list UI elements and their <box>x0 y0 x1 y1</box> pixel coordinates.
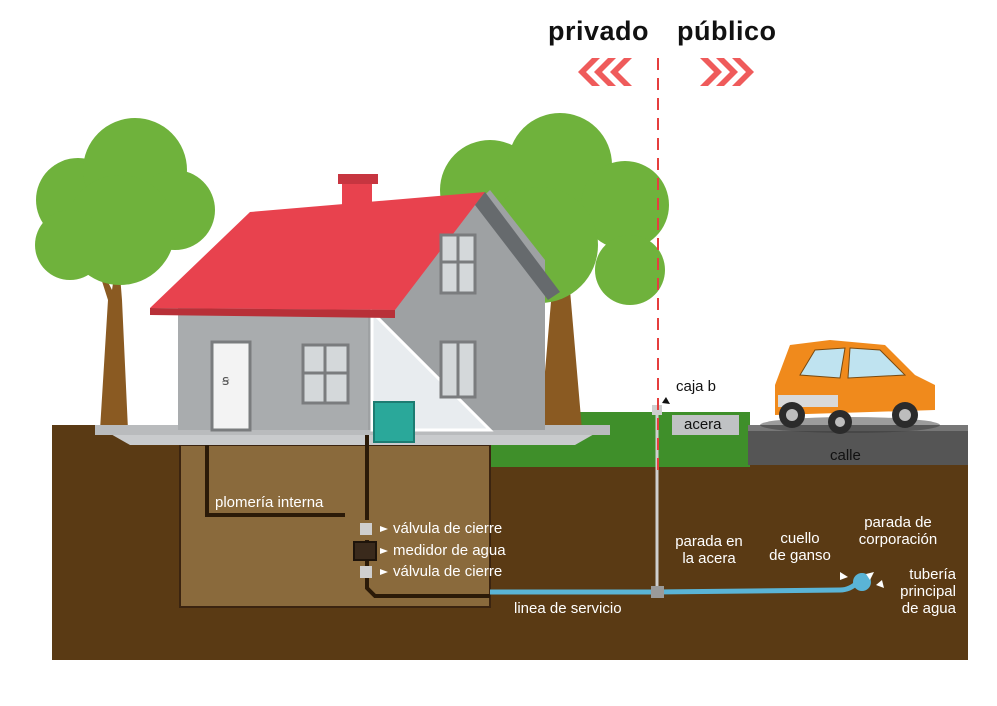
header-public: público <box>677 16 777 46</box>
label-valvula-cierre-bottom: válvula de cierre <box>393 563 503 580</box>
header-private: privado <box>548 16 650 46</box>
arrow-pointer-icon <box>380 526 884 588</box>
label-tuberia-principal-line2: principal <box>900 583 956 600</box>
label-valvula-cierre-top: válvula de cierre <box>393 520 503 537</box>
label-calle: calle <box>830 447 861 464</box>
chevron-right-icon <box>700 58 754 86</box>
caja-b-pointer <box>662 397 670 404</box>
door <box>210 340 252 432</box>
label-tuberia-principal: tubería principal de agua <box>870 566 956 617</box>
valve-top <box>360 523 372 535</box>
curb-stop <box>651 586 664 598</box>
label-parada-acera: parada en la acera <box>664 533 754 567</box>
label-parada-acera-line2: la acera <box>682 550 736 567</box>
water-meter <box>353 541 377 561</box>
roof <box>150 192 485 310</box>
sink-cabinet <box>373 401 415 443</box>
label-parada-corporacion-line1: parada de <box>864 514 932 531</box>
svg-text:ꞩ: ꞩ <box>222 373 230 389</box>
valve-bottom <box>360 566 372 578</box>
sidewalk-slab <box>672 415 739 435</box>
wall-cutaway <box>370 308 494 432</box>
label-cuello-ganso: cuello de ganso <box>760 530 840 564</box>
label-cuello-ganso-line1: cuello <box>780 530 820 547</box>
house: ꞩ <box>95 174 610 445</box>
chevron-left-icon <box>578 58 632 86</box>
basement <box>179 444 491 608</box>
label-plomeria-interna: plomería interna <box>215 494 324 511</box>
label-cuello-ganso-line2: de ganso <box>769 547 831 564</box>
left-tree <box>35 118 215 430</box>
chimney <box>342 180 372 240</box>
water-main <box>853 573 871 591</box>
label-parada-corporacion-line2: corporación <box>858 531 938 548</box>
label-tuberia-principal-line3: de agua <box>901 600 956 617</box>
label-parada-acera-line1: parada en <box>675 533 743 550</box>
car <box>760 340 940 434</box>
label-medidor-agua: medidor de agua <box>393 542 506 559</box>
label-acera: acera <box>684 416 722 433</box>
label-tuberia-principal-line1: tubería <box>909 566 956 583</box>
interior-plumbing <box>205 435 490 598</box>
label-parada-corporacion: parada de corporación <box>848 514 948 548</box>
label-linea-servicio: linea de servicio <box>514 600 622 617</box>
label-caja-b: caja b <box>676 378 717 395</box>
